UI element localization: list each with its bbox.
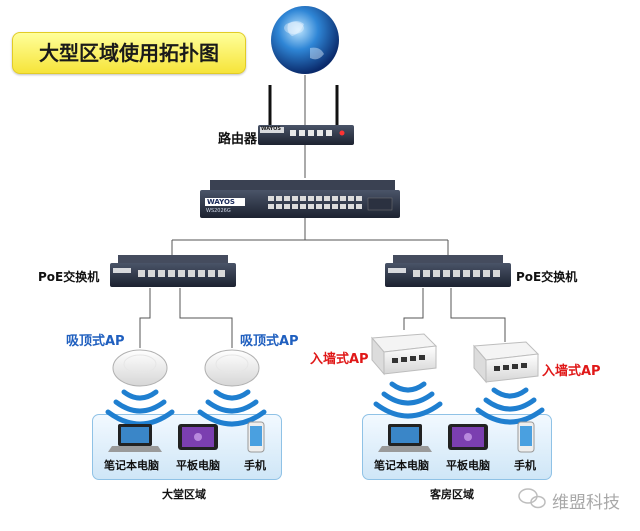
- poe-switch-left-icon: [110, 255, 236, 287]
- guest-phone-label: 手机: [514, 459, 536, 472]
- ceiling-ap-right-label: 吸顶式AP: [240, 334, 299, 349]
- poe-switch-right-icon: [385, 255, 511, 287]
- wall-ap-right-icon: [472, 341, 540, 384]
- tablet-icon-lobby: [178, 424, 218, 450]
- diagram-title: 大型区域使用拓扑图: [39, 41, 219, 65]
- lobby-laptop-label: 笔记本电脑: [104, 459, 159, 472]
- ceiling-ap-right-icon: [204, 349, 260, 387]
- poe-switch-left-label: PoE交换机: [38, 270, 100, 284]
- guest-tablet-label: 平板电脑: [446, 459, 490, 472]
- wifi-icon-guest-right: [475, 387, 545, 425]
- wall-ap-left-icon: [370, 333, 438, 376]
- router-brand: WAYOS: [261, 126, 281, 132]
- guest-laptop-label: 笔记本电脑: [374, 459, 429, 472]
- laptop-icon-guest: [378, 424, 432, 452]
- ceiling-ap-left-icon: [112, 349, 168, 387]
- laptop-icon-lobby: [108, 424, 162, 452]
- core-switch-brand: WAYOS: [207, 198, 235, 206]
- wall-ap-right-label: 入墙式AP: [542, 364, 601, 379]
- wall-ap-left-label: 入墙式AP: [310, 352, 369, 367]
- lobby-zone-name: 大堂区域: [162, 488, 206, 501]
- phone-icon-lobby: [247, 421, 265, 453]
- phone-icon-guest: [517, 421, 535, 453]
- title-banner: 大型区域使用拓扑图: [12, 32, 246, 74]
- poe-switch-right-label: PoE交换机: [516, 270, 578, 284]
- router-label: 路由器: [218, 132, 258, 147]
- globe-icon: [271, 6, 339, 74]
- watermark-text: 维盟科技: [552, 493, 620, 513]
- tablet-icon-guest: [448, 424, 488, 450]
- wifi-icon-lobby-right: [197, 389, 267, 427]
- core-switch-icon: [200, 180, 400, 218]
- wifi-icon-lobby-left: [105, 389, 175, 427]
- guest-zone-name: 客房区域: [430, 488, 474, 501]
- wechat-icon: [518, 488, 546, 509]
- lobby-tablet-label: 平板电脑: [176, 459, 220, 472]
- wifi-icon-guest-left: [373, 381, 443, 419]
- router-icon: [258, 85, 354, 145]
- ceiling-ap-left-label: 吸顶式AP: [66, 334, 125, 349]
- lobby-phone-label: 手机: [244, 459, 266, 472]
- core-switch-model: WS2026G: [206, 208, 231, 214]
